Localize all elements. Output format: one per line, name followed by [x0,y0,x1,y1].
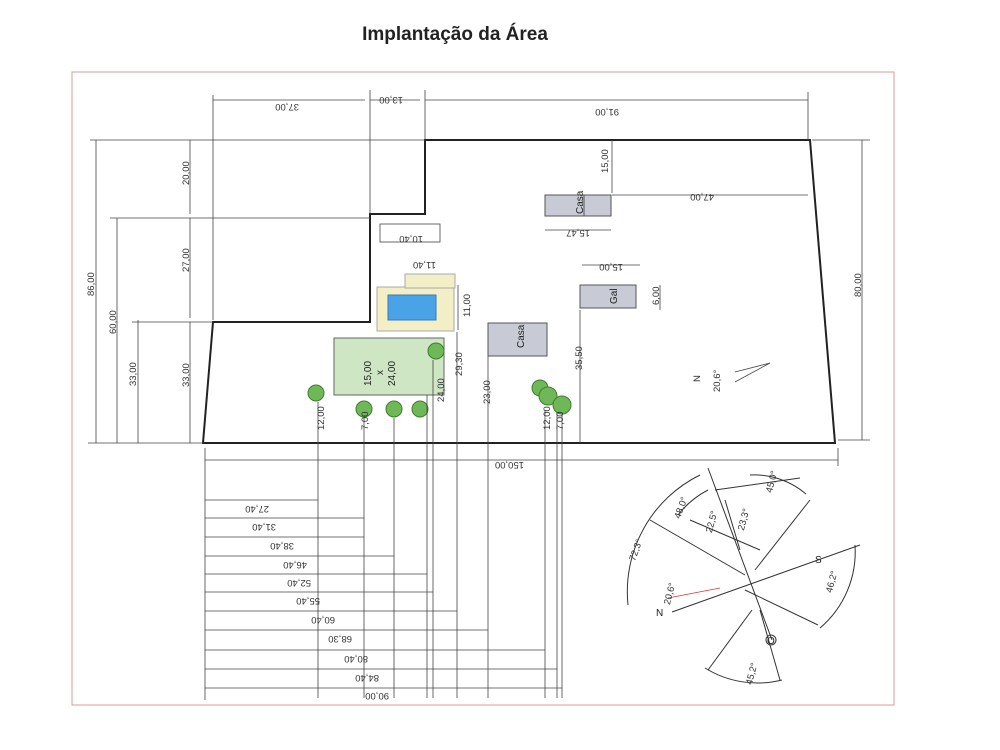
dim-bottom-3: 38,40 [270,540,294,551]
dim-v-8: 35,50 [574,346,585,370]
dim-v-6: 12,00 [542,406,553,430]
dim-v-5: 23,00 [482,380,493,404]
compass-angle-2: 48,0° [672,495,690,520]
gal-label: Gal [609,288,620,304]
casa-upper-dims [545,140,808,231]
dim-left-2: 60,00 [108,310,119,334]
casa-middle [487,322,548,357]
right-dimension-lines [812,139,870,441]
garden-h: 24,00 [387,361,398,386]
compass-red-marker [667,587,721,599]
dim-gal-6: 6,00 [651,287,662,306]
page-title: Implantação da Área [362,24,548,45]
bottom-dimension-lines [205,499,562,689]
dim-bottom-11: 90,00 [365,690,389,701]
dim-bottom-1: 27,40 [245,503,269,514]
dim-v-1: 12,00 [316,406,327,430]
dim-left-6: 33,00 [181,363,192,387]
tree [385,400,403,418]
pool-deck-extension [404,273,456,289]
dim-bottom-6: 55,40 [296,595,320,606]
dim-casa-1547: 15,47 [566,227,590,238]
north-angle-label: 20,6° [712,370,723,392]
garden-w: 15,00 [363,361,374,386]
lot-outline [201,139,837,444]
dim-left-5: 27,00 [181,248,192,272]
dim-pool-11: 11,00 [462,294,473,317]
left-dimension-lines [88,139,425,444]
dim-v-4: 29,30 [454,352,465,376]
dim-deck-1140: 11,40 [413,259,436,270]
north-arrow [734,362,771,383]
compass-angle-7: 45,2° [744,661,760,686]
garden-area [333,337,445,396]
dim-bottom-total: 150,00 [495,459,524,470]
deck-dim-box [379,223,441,243]
compass-angle-8: 20,6° [662,581,678,606]
dim-v-7: 7,00 [555,412,566,431]
dim-bottom-5: 52,40 [287,577,311,588]
garden-label: 15,00 x 24,00 [363,358,398,386]
tree [552,395,572,415]
trees [307,342,572,418]
dim-left-4: 20,00 [181,161,192,185]
tree [538,386,558,406]
dim-left-3: 33,00 [128,362,139,386]
dim-deck-1040: 10,40 [399,233,423,244]
compass-angle-3: 22,5° [704,509,720,534]
dim-v-2: 7,00 [360,412,371,431]
vertical-dimension-lines [317,310,581,698]
compass-angle-6: 46,2° [824,569,840,594]
compass-angle-1: 72,3° [627,538,645,563]
compass-o: O [767,636,775,647]
casa-middle-label: Casa [516,324,527,348]
compass-n: N [656,608,663,619]
dim-gal-15: 15,00 [599,261,623,272]
compass-s: S [815,555,822,566]
dim-bottom-10: 84,40 [355,672,379,683]
casa-upper [544,194,612,217]
compass-angle-5: 45,0° [764,469,780,494]
swimming-pool [387,294,437,321]
dim-v-3: 24,00 [436,378,447,402]
dim-top-1: 37,00 [275,101,299,112]
dim-bottom-2: 31,40 [252,521,276,532]
tree [411,400,429,418]
dim-top-3: 91,00 [595,106,619,117]
gal-building [579,284,637,309]
dim-right-1: 80,00 [853,273,864,297]
dim-casa-47: 47,00 [690,191,714,202]
dim-bottom-8: 68,30 [328,633,352,644]
dim-casa-15: 15,00 [600,149,611,173]
tree [307,384,325,402]
compass-angle-4: 23,3° [736,507,752,532]
tree [355,400,373,418]
gal-dims [582,264,661,310]
compass-rose [626,467,861,684]
drawing-frame [71,71,895,706]
garden-x: x [375,370,386,375]
casa-upper-label: Casa [575,190,586,214]
dim-bottom-7: 60,40 [311,614,335,625]
dim-bottom-9: 80,40 [344,653,368,664]
north-label: N [692,375,703,382]
dim-bottom-4: 46,40 [283,559,307,570]
tree [427,342,445,360]
top-dimension-lines [212,90,809,320]
dim-top-2: 13,00 [379,94,403,105]
dim-left-1: 86,00 [86,272,97,296]
